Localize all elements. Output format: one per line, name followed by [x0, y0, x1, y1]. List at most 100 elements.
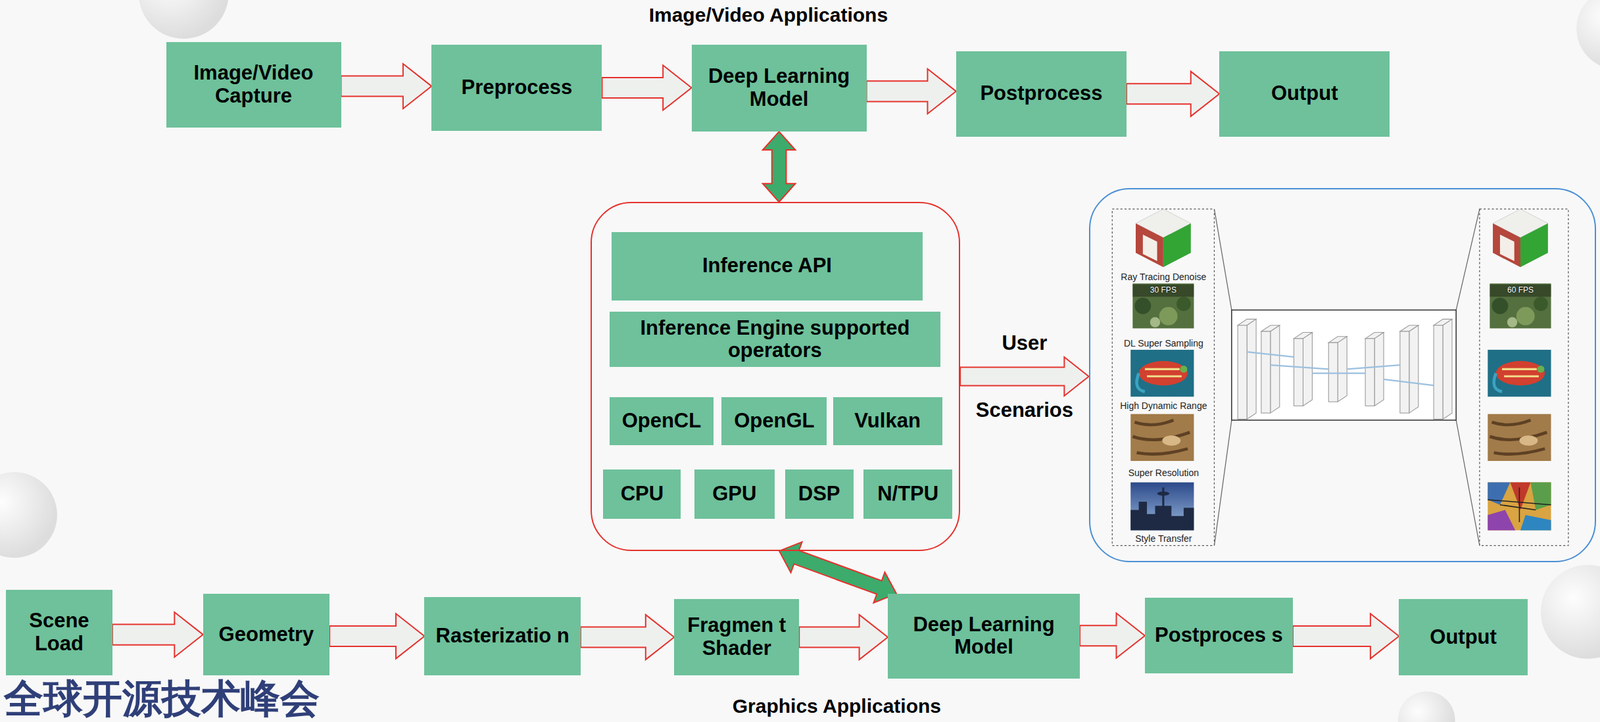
scenario-caption: Style Transfer [1135, 533, 1192, 544]
layer-side [1442, 318, 1453, 419]
decor-sphere [138, 0, 229, 39]
projection-lines [1213, 209, 1479, 546]
process-box: OpenGL [721, 397, 827, 446]
box-label: N/TPU [877, 482, 939, 506]
box-label: Output [1271, 82, 1339, 106]
flow-arrow [341, 63, 433, 109]
glass-leading [1487, 487, 1551, 523]
layer-side [1270, 325, 1280, 413]
box-label: Image/Video Capture [171, 61, 337, 108]
layer-front [1261, 331, 1271, 413]
process-box: DSP [785, 469, 854, 519]
layer-side [1409, 325, 1419, 413]
skip-connections [1246, 351, 1434, 386]
watermark: 全球开源技术峰会 [3, 678, 320, 719]
flow-arrow [580, 614, 675, 660]
process-box: Output [1398, 599, 1528, 676]
edge-label: User Scenarios [975, 309, 1074, 444]
layer-front [1294, 338, 1304, 406]
city-sky [1130, 482, 1194, 531]
process-box: GPU [694, 469, 776, 519]
decor-sphere [0, 472, 58, 558]
model-illustration [1112, 209, 1569, 546]
process-box: CPU [603, 469, 681, 519]
glass-piece [1520, 514, 1552, 531]
layer-side [1246, 318, 1257, 419]
thumbnail-city [1130, 482, 1194, 531]
section-heading: Graphics Applications [732, 694, 942, 718]
glass-piece [1509, 482, 1531, 511]
process-box: Vulkan [833, 397, 943, 446]
scenario-panel: Ray Tracing Denoise DL Super SamplingHigh… [1089, 188, 1597, 563]
box-label: Vulkan [854, 409, 921, 433]
flow-arrow [601, 65, 692, 110]
tower-mast [1162, 487, 1164, 510]
flow-arrow [1126, 71, 1220, 117]
flow-arrow [112, 612, 204, 657]
thumbnail-foliage-result [1489, 283, 1551, 329]
process-box: Rasterizatio n [424, 597, 581, 676]
layer-front [1433, 325, 1443, 420]
decor-sphere [1398, 691, 1456, 722]
thumbnail-ray-tracing-result [1492, 209, 1549, 267]
box-label: GPU [712, 482, 757, 506]
flow-arrow [1079, 613, 1145, 659]
input-column [1112, 209, 1214, 546]
box-label: Postproces s [1154, 624, 1284, 648]
scenario-caption: Ray Tracing Denoise [1120, 272, 1207, 283]
process-box: Deep Learning Model [887, 593, 1080, 679]
thumbnail-ray-tracing [1135, 209, 1191, 267]
thumbnail-fur-result [1487, 414, 1551, 461]
box-label: Deep Learning Model [697, 65, 862, 111]
box-label: Preprocess [460, 76, 573, 100]
glass-ground [1487, 482, 1551, 531]
box-label: OpenCL [622, 409, 702, 433]
box-label: Inference API [702, 254, 832, 278]
box-label: Rasterizatio n [436, 624, 570, 648]
api-link-arrow [779, 541, 897, 604]
glass-piece [1530, 482, 1551, 511]
process-box: OpenCL [609, 397, 714, 446]
box-label: OpenGL [733, 409, 815, 433]
inference-stack-container: Inference API Inference Engine supported … [590, 201, 961, 552]
process-box: Inference API [611, 232, 923, 301]
layer-front [1365, 338, 1375, 406]
network-layers [1237, 318, 1453, 419]
box-label: CPU [620, 482, 664, 506]
scenario-caption: DL Super Sampling [1123, 339, 1204, 350]
layer-side [1374, 332, 1384, 407]
box-label: Deep Learning Model [893, 613, 1075, 659]
process-box: Image/Video Capture [166, 42, 342, 128]
flow-arrow [866, 69, 957, 114]
api-link-arrow [762, 131, 796, 202]
thumbnail-chameleon [1130, 349, 1194, 397]
box-label: Inference Engine supported operators [614, 316, 936, 363]
box-label: Output [1429, 626, 1497, 650]
decor-sphere [1540, 564, 1600, 659]
layer-front [1400, 331, 1410, 413]
layer-side [1302, 332, 1312, 407]
process-box: Output [1219, 51, 1390, 137]
process-box: Deep Learning Model [691, 44, 867, 132]
scenario-arrow [960, 357, 1090, 396]
network-frame [1231, 309, 1456, 420]
layer-front [1237, 325, 1247, 420]
section-heading: Image/Video Applications [649, 3, 888, 27]
process-box: Preprocess [431, 44, 602, 131]
thumbnail-foliage [1132, 283, 1194, 329]
scenario-caption: Super Resolution [1128, 468, 1199, 479]
process-box: Inference Engine supported operators [609, 311, 941, 367]
process-box: Fragmen t Shader [674, 599, 800, 676]
glass-piece [1487, 509, 1516, 531]
layer-side [1337, 336, 1347, 402]
process-box: Postproces s [1144, 597, 1293, 674]
layer-front [1328, 342, 1338, 402]
box-label: Geometry [218, 623, 315, 647]
thumbnail-chameleon-result [1487, 349, 1551, 397]
flow-arrow [799, 614, 888, 660]
box-label: Postprocess [979, 82, 1103, 106]
flow-arrow [1292, 613, 1399, 659]
scenario-caption: High Dynamic Range [1119, 401, 1207, 412]
